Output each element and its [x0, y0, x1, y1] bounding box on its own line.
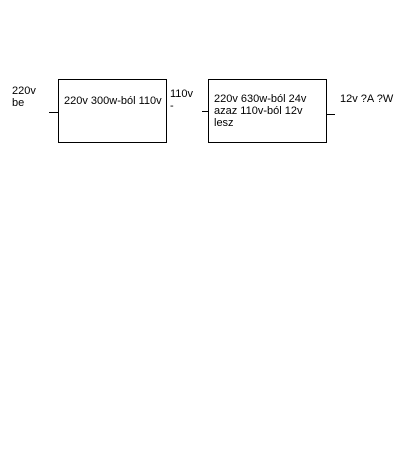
intermediate-voltage-label: 110v -	[170, 88, 193, 112]
input-voltage-line2: be	[12, 97, 25, 109]
converter-box-2: 220v 630w-ból 24v azaz 110v-ból 12v lesz	[208, 79, 327, 143]
intermediate-voltage-line1: 110v	[170, 88, 194, 100]
intermediate-voltage-line2: -	[170, 100, 174, 112]
converter-box-2-line1: 220v 630w-ból 24v	[214, 93, 307, 105]
box2-input-connector-line	[202, 111, 209, 112]
converter-box-1-text: 220v 300w-ból 110v	[64, 95, 162, 107]
input-connector-line	[49, 112, 59, 113]
converter-box-2-line3: lesz	[214, 117, 234, 129]
input-voltage-label: 220v be	[12, 85, 36, 109]
converter-box-1: 220v 300w-ból 110v	[58, 79, 167, 143]
converter-box-2-line2: azaz 110v-ból 12v	[214, 105, 303, 117]
input-voltage-line1: 220v	[12, 85, 36, 97]
converter-box-2-text: 220v 630w-ból 24v azaz 110v-ból 12v lesz	[214, 93, 306, 129]
output-connector-line	[326, 114, 335, 115]
output-label: 12v ?A ?W	[340, 93, 394, 105]
